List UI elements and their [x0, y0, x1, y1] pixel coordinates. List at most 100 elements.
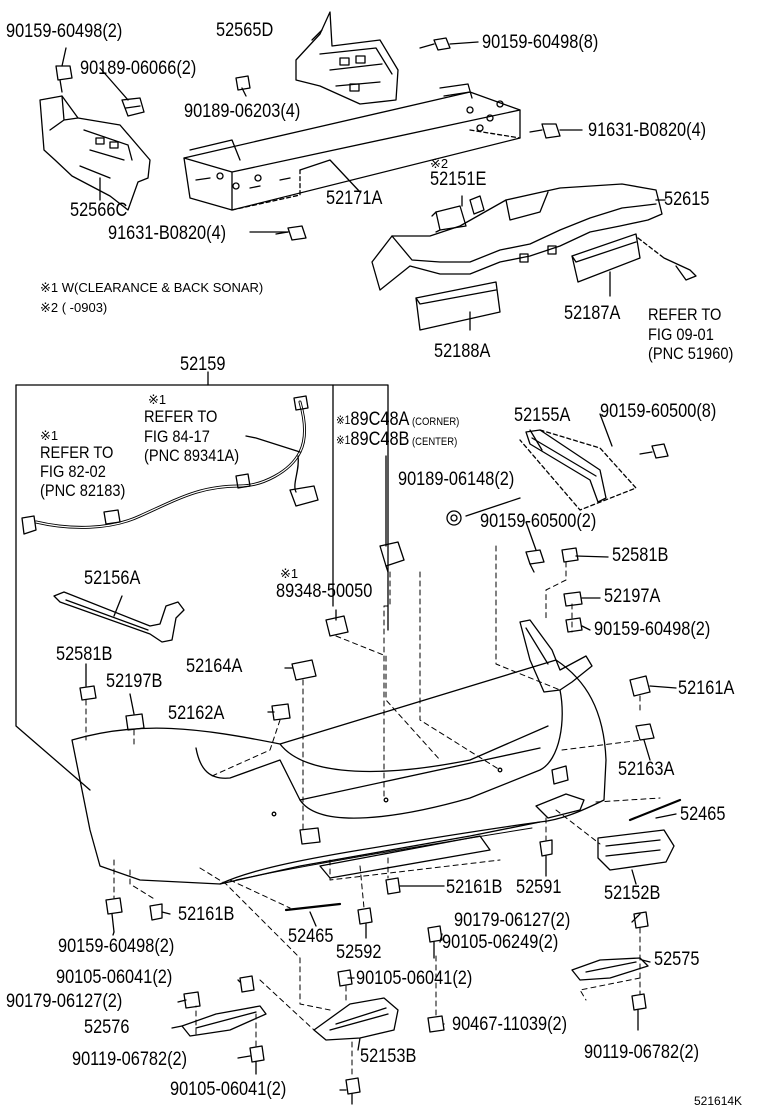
- label-52581B-left: 52581B: [56, 644, 113, 665]
- bumper-cover: [71, 659, 607, 885]
- bracket-52565D: [295, 11, 399, 105]
- label-52591: 52591: [516, 877, 562, 898]
- label-52151E: 52151E: [430, 169, 487, 190]
- label-52615: 52615: [664, 189, 710, 210]
- note-up-to-0903: ※2 ( -0903): [40, 300, 108, 315]
- clip-52197B: [125, 713, 145, 731]
- label-91631-B0820-left: 91631-B0820(4): [108, 223, 227, 244]
- bolt-90159-60498-bottom: [105, 897, 123, 933]
- label-52162A: 52162A: [168, 703, 225, 724]
- fasteners-lower: [183, 911, 649, 1105]
- ref-fig-84-17-line1: REFER TO: [144, 407, 218, 426]
- label-52171A: 52171A: [326, 188, 383, 209]
- cover-52162A: [271, 703, 291, 721]
- label-89348-50050: 89348-50050: [276, 581, 373, 602]
- reflector-52152B: [597, 829, 675, 871]
- diagram-code: 521614K: [694, 1094, 743, 1108]
- ref-fig-84-17-line2: FIG 84-17: [144, 427, 210, 446]
- clip-52161B-left: [149, 903, 163, 921]
- label-52159: 52159: [180, 354, 226, 375]
- label-90189-06148: 90189-06148(2): [398, 469, 515, 490]
- label-52566C: 52566C: [70, 200, 128, 221]
- label-52592: 52592: [336, 942, 382, 963]
- clip-90189-06148: [446, 510, 462, 526]
- label-52575: 52575: [654, 949, 700, 970]
- label-52465-left: 52465: [288, 926, 334, 947]
- bolt-90159-60500-2: [525, 549, 545, 573]
- molding-52465-left: [284, 902, 342, 912]
- marker-note1-fig8202: ※1: [40, 428, 59, 443]
- clip-52592: [357, 907, 373, 925]
- label-52161B-left: 52161B: [178, 904, 235, 925]
- bumper-group-frame: [15, 371, 389, 791]
- label-90105-06041-center: 90105-06041(2): [356, 968, 473, 989]
- bolt-90159-60498-top-left: [55, 65, 73, 93]
- pad-52187A: [571, 233, 641, 283]
- bumper-side-extension: [519, 619, 593, 693]
- label-52197B: 52197B: [106, 671, 163, 692]
- bracket-89348-50050: [325, 615, 349, 637]
- label-52156A: 52156A: [84, 568, 141, 589]
- clip-52591: [539, 839, 553, 857]
- bolt-90159-60500-8: [639, 443, 669, 459]
- ref-fig-82-02-line1: REFER TO: [40, 443, 114, 462]
- bolt-91631-B0820-right: [529, 123, 561, 139]
- label-90159-60498-8: 90159-60498(8): [482, 32, 599, 53]
- label-90467-11039: 90467-11039(2): [452, 1014, 568, 1035]
- pad-52188A: [415, 281, 501, 331]
- label-90119-06782-right: 90119-06782(2): [584, 1042, 700, 1063]
- clip-90189-06066: [121, 97, 145, 117]
- reflector-52153B: [313, 997, 399, 1041]
- marker-note1-89C48A: ※1: [336, 413, 351, 427]
- label-52197A: 52197A: [604, 586, 661, 607]
- label-90189-06203: 90189-06203(4): [184, 101, 301, 122]
- label-52465-right: 52465: [680, 804, 726, 825]
- clip-90189-06203: [235, 75, 251, 91]
- label-52188A: 52188A: [434, 341, 491, 362]
- dashed-lines: [85, 545, 661, 1079]
- label-90159-60500-2: 90159-60500(2): [480, 511, 597, 532]
- label-52152B: 52152B: [604, 883, 661, 904]
- nut-52581B-right: [561, 547, 579, 563]
- marker-note2-52151E: ※2: [430, 156, 449, 171]
- label-52164A: 52164A: [186, 656, 243, 677]
- label-52565D: 52565D: [216, 20, 274, 41]
- cover-52163A: [635, 723, 655, 741]
- label-52576: 52576: [84, 1017, 130, 1038]
- nut-52581B-left: [79, 685, 97, 701]
- bracket-52575: [571, 957, 649, 981]
- label-52161A: 52161A: [678, 678, 735, 699]
- ref-fig-09-01-line3: (PNC 51960): [648, 344, 734, 363]
- cover-52164A: [291, 659, 317, 681]
- cover-52161A: [629, 675, 651, 697]
- label-52153B: 52153B: [360, 1046, 417, 1067]
- absorber-52615: [371, 183, 663, 291]
- label-52187A: 52187A: [564, 303, 621, 324]
- ref-fig-84-17-line3: (PNC 89341A): [144, 446, 240, 465]
- wire-harness: [21, 395, 319, 535]
- label-52155A: 52155A: [514, 405, 571, 426]
- label-90105-06041-left: 90105-06041(2): [56, 967, 173, 988]
- clip-52197A: [563, 591, 583, 607]
- label-89C48B: ※189C48B(CENTER): [336, 429, 458, 450]
- marker-note1-fig8417: ※1: [148, 392, 167, 407]
- ref-fig-82-02-line2: FIG 82-02: [40, 462, 106, 481]
- reinforcement-52171A: [183, 83, 521, 211]
- retainer-52155A: [519, 429, 637, 511]
- bracket-52566C: [39, 95, 151, 211]
- label-90119-06782-left: 90119-06782(2): [72, 1049, 188, 1070]
- label-90159-60498-top-left: 90159-60498(2): [6, 21, 123, 42]
- label-90179-06127-right: 90179-06127(2): [454, 910, 571, 931]
- ref-fig-09-01-line2: FIG 09-01: [648, 325, 714, 344]
- wire-ref-51960: [637, 237, 697, 281]
- bolt-90159-60498-8: [419, 37, 451, 51]
- label-90159-60498-mid: 90159-60498(2): [594, 619, 711, 640]
- note-clearance-back-sonar: ※1 W(CLEARANCE & BACK SONAR): [40, 280, 264, 295]
- label-90105-06249: 90105-06249(2): [442, 932, 559, 953]
- sensor-89C48: [379, 541, 405, 573]
- bolt-90159-60498-mid: [565, 617, 583, 633]
- marker-note1-89348: ※1: [280, 566, 299, 581]
- label-52163A: 52163A: [618, 759, 675, 780]
